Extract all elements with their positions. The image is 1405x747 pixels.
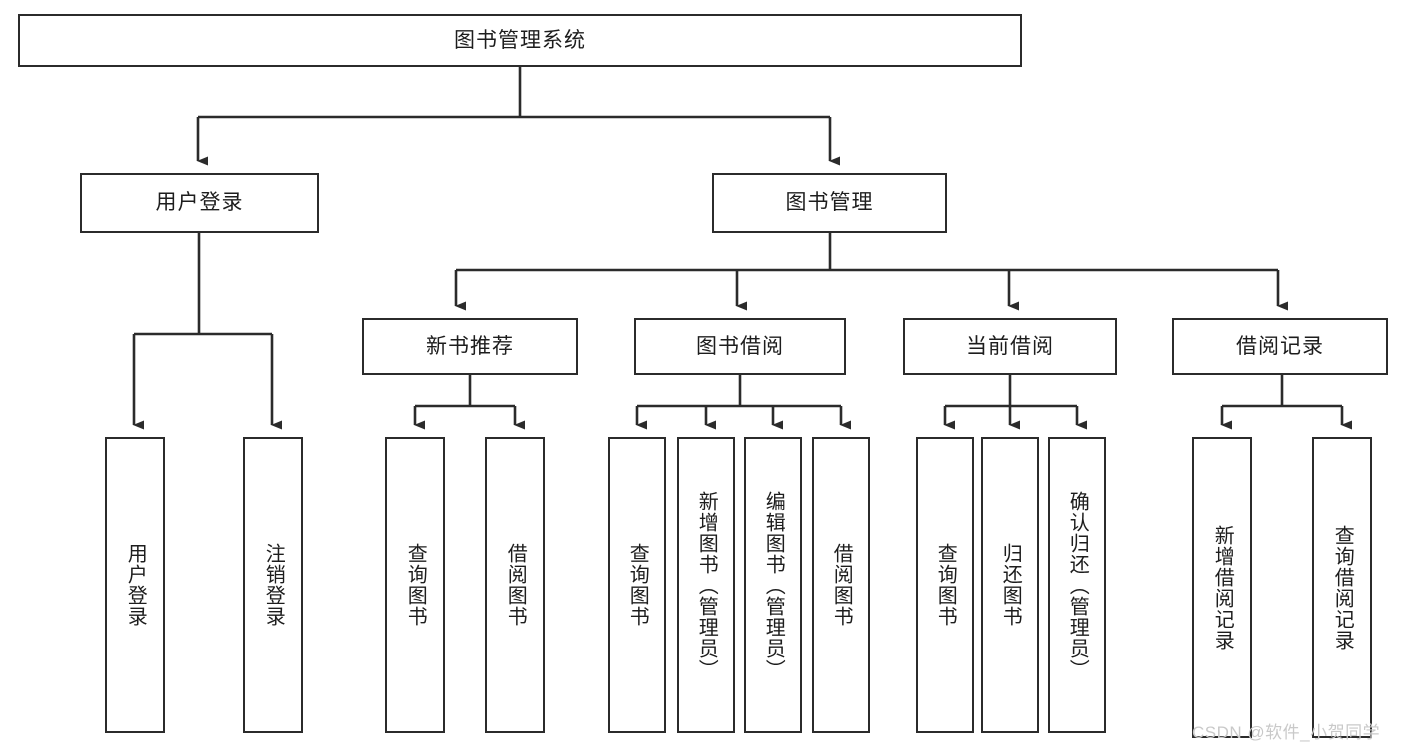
node-label: 当前借阅 bbox=[966, 334, 1054, 358]
node-label: 确认归还（管理员） bbox=[1066, 490, 1089, 680]
node-user-login[interactable]: 用户登录 bbox=[80, 173, 319, 233]
node-label: 查询借阅记录 bbox=[1331, 524, 1354, 651]
node-edit-book-admin[interactable]: 编辑图书（管理员） bbox=[744, 437, 802, 733]
node-confirm-return-admin[interactable]: 确认归还（管理员） bbox=[1048, 437, 1106, 733]
node-logout-leaf[interactable]: 注销登录 bbox=[243, 437, 303, 733]
node-borrow-book-recommend[interactable]: 借阅图书 bbox=[485, 437, 545, 733]
node-label: 借阅图书 bbox=[504, 543, 527, 627]
node-label: 借阅记录 bbox=[1236, 334, 1324, 358]
node-return-book[interactable]: 归还图书 bbox=[981, 437, 1039, 733]
node-add-book-admin[interactable]: 新增图书（管理员） bbox=[677, 437, 735, 733]
node-borrow-record[interactable]: 借阅记录 bbox=[1172, 318, 1388, 375]
node-label: 图书借阅 bbox=[696, 334, 784, 358]
node-user-login-leaf[interactable]: 用户登录 bbox=[105, 437, 165, 733]
node-label: 图书管理 bbox=[785, 191, 874, 215]
node-label: 新书推荐 bbox=[426, 334, 514, 358]
node-label: 借阅图书 bbox=[830, 543, 853, 627]
node-book-management[interactable]: 图书管理 bbox=[712, 173, 947, 233]
node-label: 查询图书 bbox=[626, 543, 649, 627]
node-query-book-current[interactable]: 查询图书 bbox=[916, 437, 974, 733]
node-borrow-book-borrow[interactable]: 借阅图书 bbox=[812, 437, 870, 733]
node-book-borrow[interactable]: 图书借阅 bbox=[634, 318, 846, 375]
node-label: 用户登录 bbox=[124, 543, 147, 627]
node-label: 新增图书（管理员） bbox=[695, 490, 718, 680]
node-label: 用户登录 bbox=[155, 191, 244, 215]
node-query-book-borrow[interactable]: 查询图书 bbox=[608, 437, 666, 733]
node-label: 编辑图书（管理员） bbox=[762, 490, 785, 680]
node-label: 查询图书 bbox=[404, 543, 427, 627]
csdn-watermark: CSDN @软件_小贺同学 bbox=[1192, 723, 1381, 742]
node-label: 注销登录 bbox=[262, 543, 285, 627]
node-label: 新增借阅记录 bbox=[1211, 524, 1234, 651]
node-label: 归还图书 bbox=[999, 543, 1022, 627]
node-label: 图书管理系统 bbox=[454, 28, 586, 52]
node-new-book-recommend[interactable]: 新书推荐 bbox=[362, 318, 578, 375]
node-query-book-recommend[interactable]: 查询图书 bbox=[385, 437, 445, 733]
node-current-borrow[interactable]: 当前借阅 bbox=[903, 318, 1117, 375]
node-root-system[interactable]: 图书管理系统 bbox=[18, 14, 1022, 67]
node-label: 查询图书 bbox=[934, 543, 957, 627]
node-query-borrow-record[interactable]: 查询借阅记录 bbox=[1312, 437, 1372, 738]
node-add-borrow-record[interactable]: 新增借阅记录 bbox=[1192, 437, 1252, 738]
